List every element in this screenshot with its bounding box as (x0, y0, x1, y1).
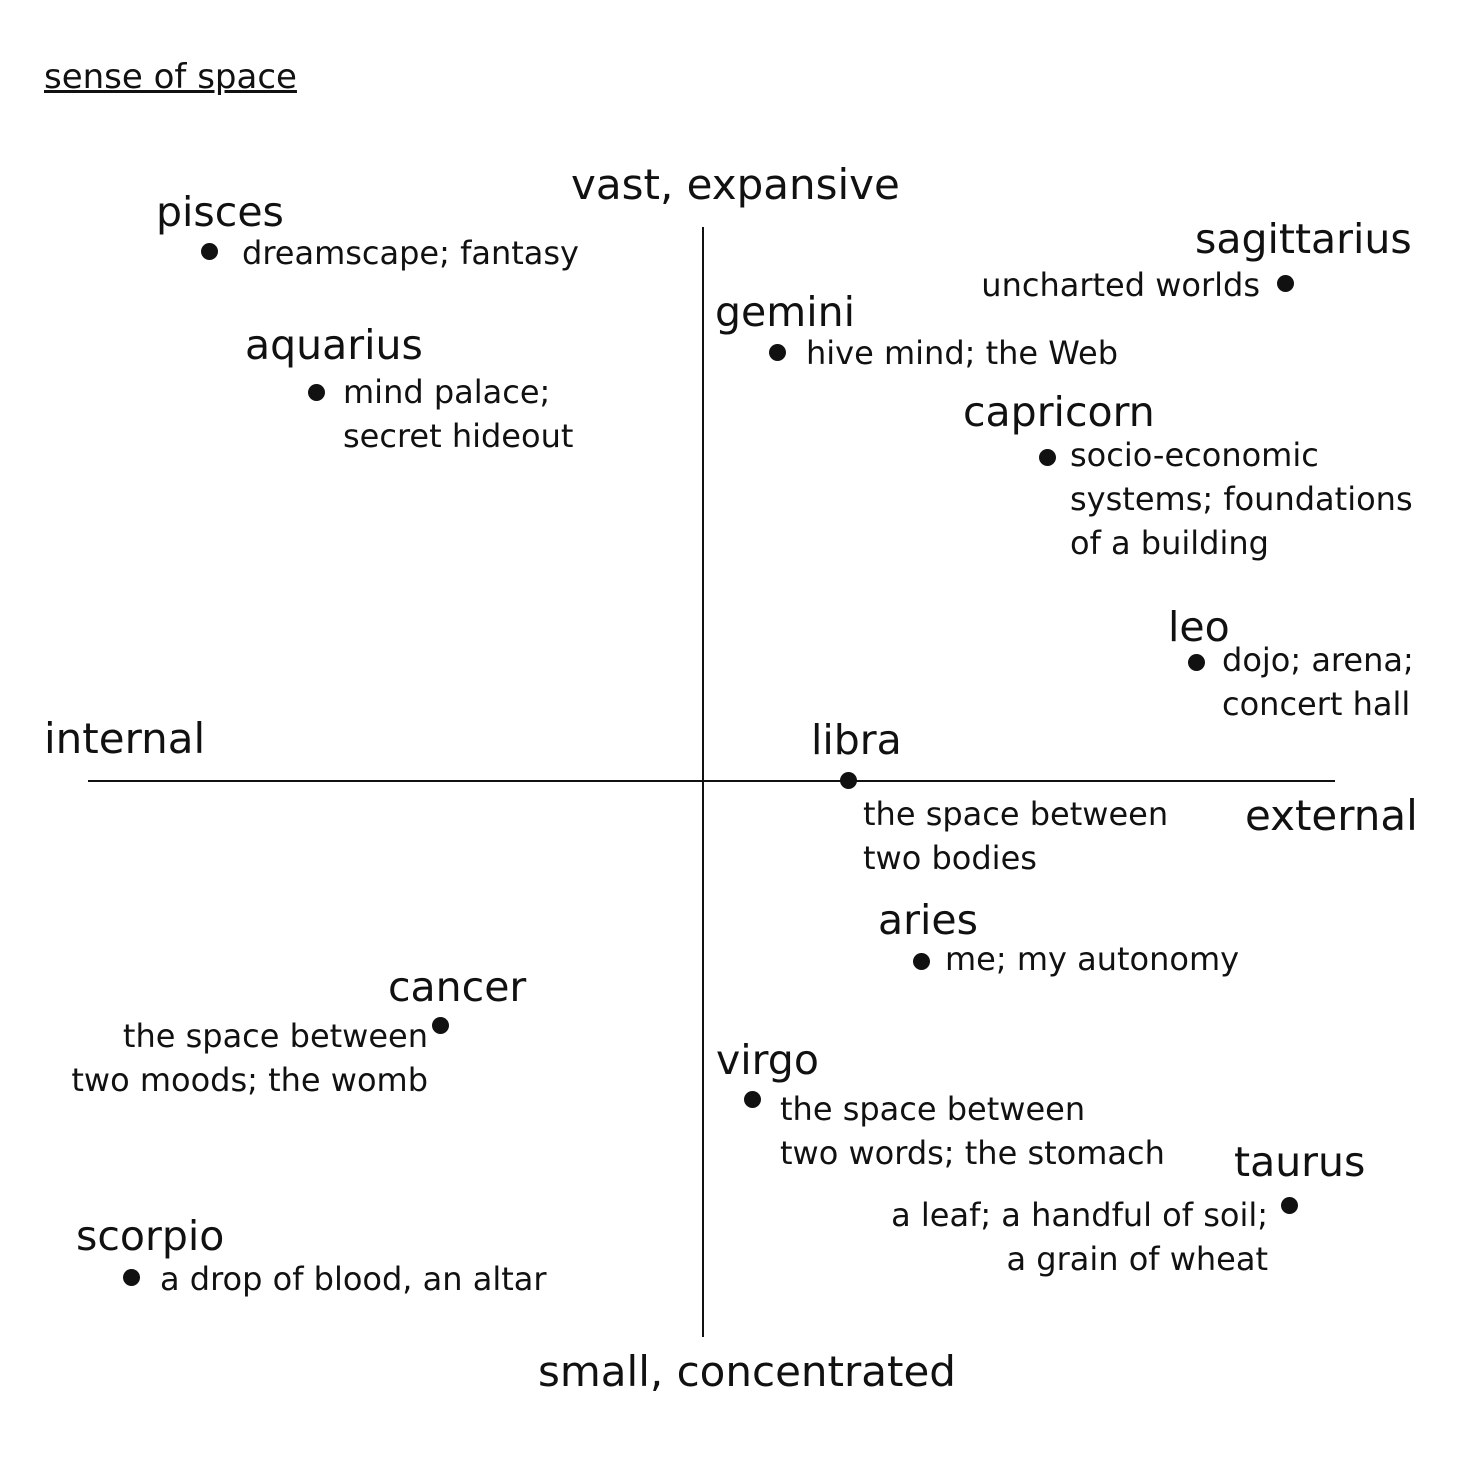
description-sagittarius: uncharted worlds (981, 266, 1260, 304)
description-aries: me; my autonomy (945, 940, 1240, 978)
sign-name-aquarius: aquarius (245, 321, 423, 369)
point-taurus (1281, 1197, 1298, 1214)
sign-name-aries: aries (878, 896, 978, 944)
horizontal-axis (88, 780, 1335, 782)
point-aquarius (308, 384, 325, 401)
sign-name-capricorn: capricorn (963, 388, 1155, 436)
description-virgo: the space between two words; the stomach (780, 1090, 1165, 1172)
vertical-axis (702, 227, 704, 1337)
point-scorpio (123, 1269, 140, 1286)
sign-name-gemini: gemini (715, 288, 855, 336)
sign-name-leo: leo (1168, 603, 1230, 651)
axis-label-right: external (1245, 791, 1418, 840)
sign-name-sagittarius: sagittarius (1195, 215, 1412, 263)
description-pisces: dreamscape; fantasy (242, 234, 579, 272)
point-aries (913, 953, 930, 970)
point-pisces (201, 243, 218, 260)
description-leo: dojo; arena; concert hall (1222, 641, 1414, 723)
axis-label-bottom: small, concentrated (538, 1347, 956, 1396)
description-cancer: the space between two moods; the womb (71, 1017, 428, 1099)
sign-name-virgo: virgo (716, 1036, 819, 1084)
description-taurus: a leaf; a handful of soil; a grain of wh… (891, 1196, 1268, 1278)
point-sagittarius (1277, 275, 1294, 292)
point-virgo (744, 1091, 761, 1108)
description-libra: the space between two bodies (863, 795, 1169, 877)
point-gemini (769, 344, 786, 361)
description-aquarius: mind palace; secret hideout (343, 373, 574, 455)
page-title: sense of space (44, 57, 297, 97)
axis-label-top: vast, expansive (571, 160, 900, 209)
point-libra (840, 772, 857, 789)
sign-name-libra: libra (811, 716, 902, 764)
point-cancer (432, 1017, 449, 1034)
description-gemini: hive mind; the Web (806, 334, 1119, 372)
sign-name-taurus: taurus (1234, 1138, 1366, 1186)
sign-name-scorpio: scorpio (76, 1212, 225, 1260)
description-scorpio: a drop of blood, an altar (160, 1260, 547, 1298)
sign-name-pisces: pisces (156, 188, 284, 236)
axis-label-left: internal (44, 714, 206, 763)
point-leo (1188, 654, 1205, 671)
point-capricorn (1039, 449, 1056, 466)
sign-name-cancer: cancer (388, 963, 527, 1011)
description-capricorn: socio-economic systems; foundations of a… (1070, 436, 1413, 562)
